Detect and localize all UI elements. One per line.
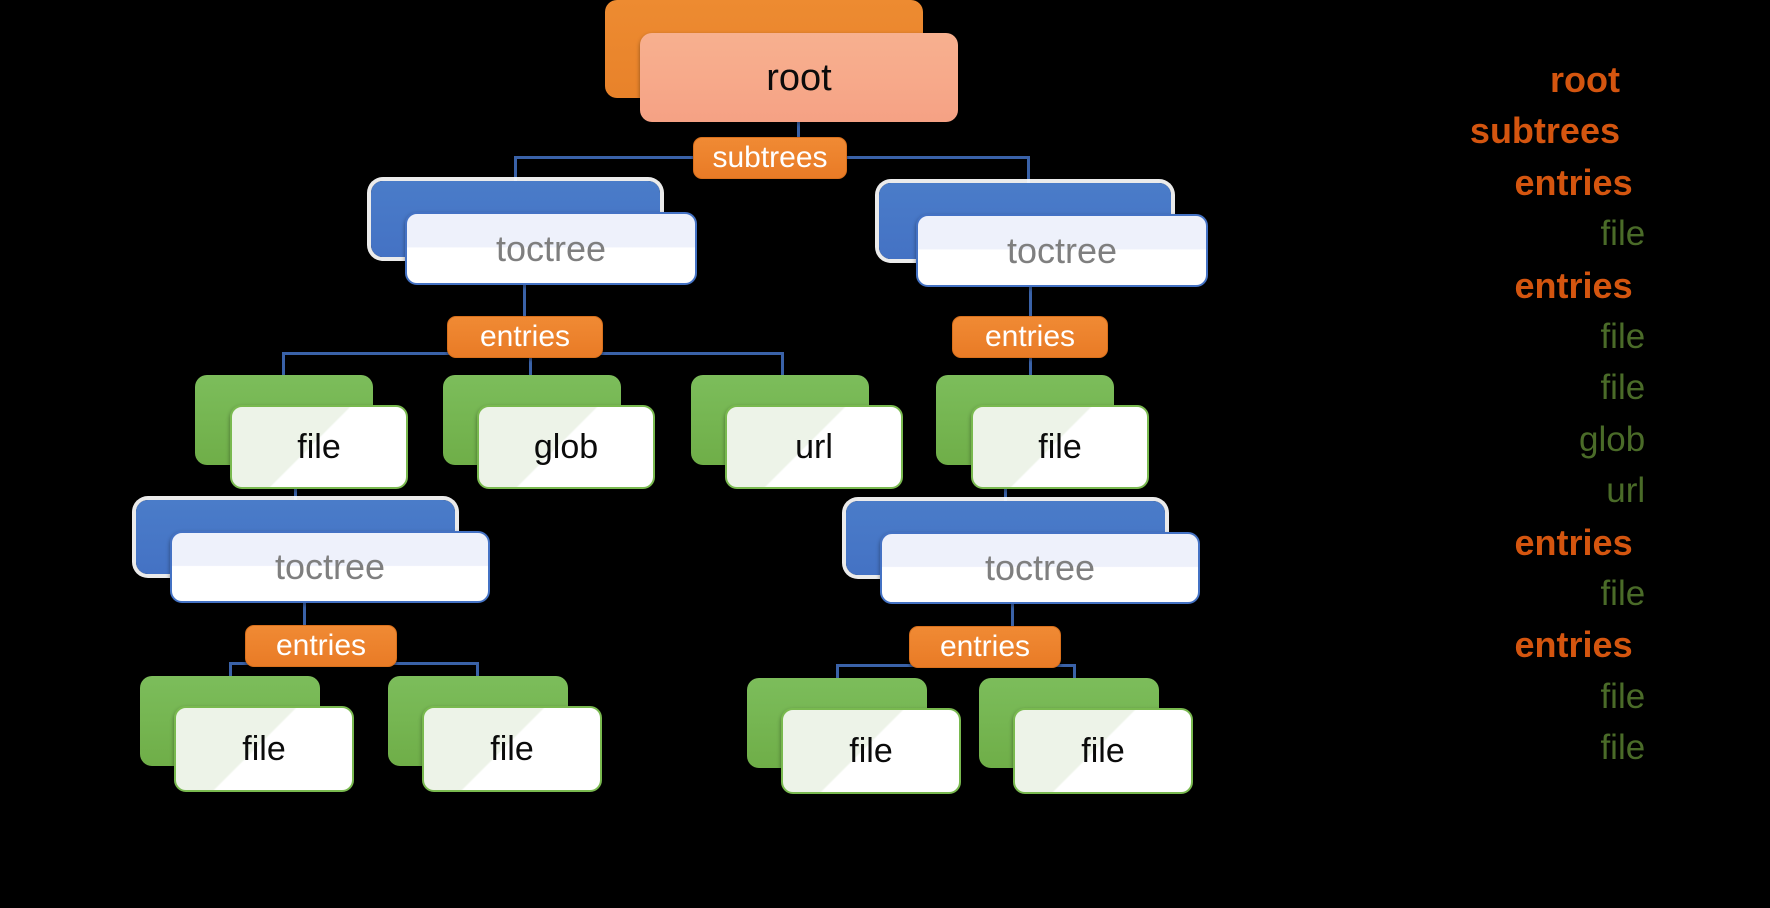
node-toctree-l1-right-front-card: toctree xyxy=(916,214,1208,287)
node-file-b-label: file xyxy=(1038,428,1082,466)
node-file-d-label: file xyxy=(490,730,534,768)
node-url-a-front-card: url xyxy=(725,405,903,489)
legend-item-entries-2: entries xyxy=(1514,161,1633,203)
node-toctree-l1-left-label: toctree xyxy=(495,227,607,269)
legend-item-file-12: file xyxy=(1600,676,1646,716)
node-url-a-label: url xyxy=(795,428,833,466)
edge-label-subtrees[interactable]: subtrees xyxy=(693,137,847,179)
connector-entries-left-drop-url xyxy=(781,352,784,382)
edge-label-entries-l1-right-text: entries xyxy=(984,320,1076,353)
legend-item-glob-7: glob xyxy=(1579,419,1646,459)
legend-column: root subtrees entries file entries file file gl… xyxy=(1150,59,1645,782)
legend-item-file-13: file xyxy=(1600,728,1646,768)
connector-toctree-l2-left-to-entries xyxy=(303,597,306,647)
node-file-e-front-card: file xyxy=(781,708,961,794)
node-file-c-front-card: file xyxy=(174,706,354,792)
connector-toctree-l1-right-to-entries xyxy=(1029,283,1032,338)
connector-subtrees-right-drop xyxy=(1027,156,1030,190)
node-file-a-label: file xyxy=(297,428,341,466)
legend-item-file-10: file xyxy=(1600,574,1646,613)
legend-item-file-6: file xyxy=(1600,368,1646,408)
edge-label-entries-l2-right-text: entries xyxy=(939,630,1031,663)
node-toctree-l2-right-label: toctree xyxy=(984,547,1096,588)
connector-entries-l2-left-drop-1 xyxy=(229,662,232,688)
edge-label-entries-l1-left-text: entries xyxy=(479,320,571,353)
node-toctree-l2-left-label: toctree xyxy=(274,546,386,587)
node-file-d-front-card: file xyxy=(422,706,602,792)
connector-entries-l2-right-drop-2 xyxy=(1073,664,1076,690)
legend-item-entries-9: entries xyxy=(1514,521,1633,563)
node-glob-a-label: glob xyxy=(533,428,599,466)
connector-entries-left-drop-file xyxy=(282,352,285,382)
connector-entries-l2-right-drop-1 xyxy=(836,664,839,690)
legend-item-file-5: file xyxy=(1600,317,1646,356)
edge-label-entries-l2-right[interactable]: entries xyxy=(909,626,1061,668)
node-toctree-l1-right-label: toctree xyxy=(1006,229,1118,271)
edge-label-entries-l1-right[interactable]: entries xyxy=(952,316,1108,358)
node-file-a-front-card: file xyxy=(230,405,408,489)
connector-entries-left-drop-glob xyxy=(529,352,532,382)
edge-label-subtrees-text: subtrees xyxy=(712,141,828,174)
node-file-c-label: file xyxy=(242,730,286,768)
node-file-e-label: file xyxy=(849,732,893,770)
connector-entries-right-drop-file xyxy=(1029,353,1032,383)
node-toctree-l2-right-front-card: toctree xyxy=(880,532,1200,604)
connector-toctree-l1-left-to-entries xyxy=(523,281,526,337)
node-toctree-l2-left-front-card: toctree xyxy=(170,531,490,603)
edge-label-entries-l1-left[interactable]: entries xyxy=(447,316,603,358)
connector-toctree-l2-right-to-entries xyxy=(1011,598,1014,648)
node-root-front-card: root xyxy=(640,33,958,122)
legend-item-root-0: root xyxy=(1550,59,1620,100)
legend-item-file-3: file xyxy=(1600,214,1646,254)
node-root-label: root xyxy=(766,56,832,99)
legend-item-subtrees-1: subtrees xyxy=(1469,110,1620,152)
legend-item-entries-11: entries xyxy=(1514,624,1633,666)
legend-item-entries-4: entries xyxy=(1514,264,1633,306)
edge-label-entries-l2-left-text: entries xyxy=(275,629,367,662)
node-file-f-front-card: file xyxy=(1013,708,1193,794)
node-file-f-label: file xyxy=(1081,732,1125,770)
node-glob-a-front-card: glob xyxy=(477,405,655,489)
connector-subtrees-left-drop xyxy=(514,156,517,188)
connector-entries-l2-left-drop-2 xyxy=(476,662,479,688)
node-file-b-front-card: file xyxy=(971,405,1149,489)
legend-item-url-8: url xyxy=(1606,471,1646,511)
edge-label-entries-l2-left[interactable]: entries xyxy=(245,625,397,667)
node-toctree-l1-left-front-card: toctree xyxy=(405,212,697,285)
